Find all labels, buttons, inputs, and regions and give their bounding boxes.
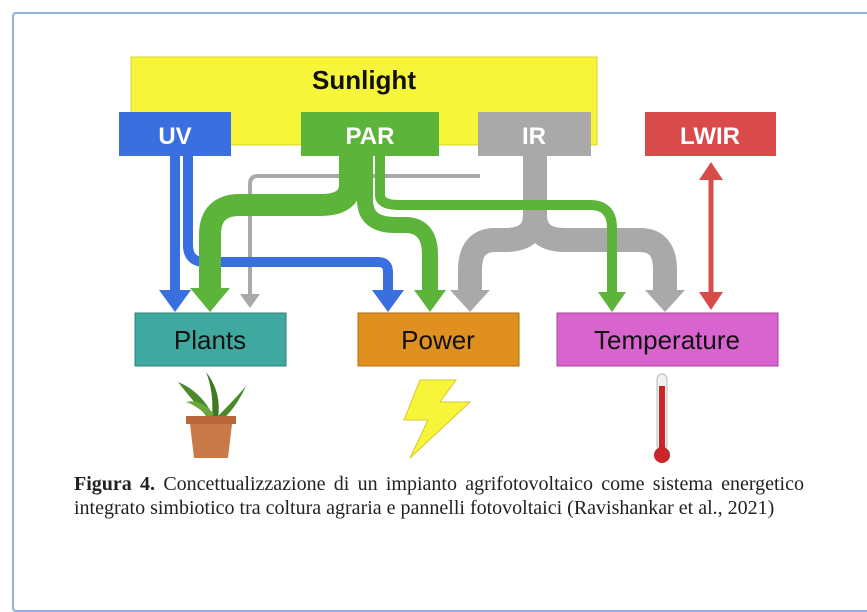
uv-to-plants-arrowhead bbox=[159, 290, 191, 312]
plants-box bbox=[134, 312, 287, 367]
uv-label: UV bbox=[158, 123, 191, 150]
uv-to-power-flow bbox=[183, 155, 393, 292]
par-box bbox=[301, 112, 439, 156]
lightning-bolt-icon bbox=[403, 379, 472, 459]
caption-text: Concettualizzazione di un impianto agrif… bbox=[74, 473, 804, 519]
par-to-power-arrowhead bbox=[414, 290, 446, 312]
temperature-box bbox=[556, 312, 779, 367]
par-to-plants-arrowhead bbox=[190, 288, 230, 312]
caption-label: Figura 4. bbox=[74, 473, 156, 495]
uv-to-power-arrowhead bbox=[372, 290, 404, 312]
lwir-box bbox=[645, 112, 776, 156]
ir-to-plants-flow bbox=[248, 174, 480, 296]
ir-label: IR bbox=[522, 123, 546, 150]
power-label: Power bbox=[401, 325, 475, 355]
par-label: PAR bbox=[346, 123, 395, 150]
ir-to-plants-arrowhead bbox=[240, 294, 260, 308]
lwir-up-arrowhead bbox=[699, 162, 723, 180]
par-to-temperature-flow bbox=[375, 155, 617, 294]
par-to-plants-flow bbox=[199, 155, 361, 290]
potted-plant-icon bbox=[178, 372, 246, 458]
power-box bbox=[357, 312, 520, 367]
ir-box bbox=[478, 112, 591, 156]
plants-label: Plants bbox=[174, 325, 246, 355]
thermometer-icon bbox=[654, 373, 670, 463]
lwir-down-arrowhead bbox=[699, 292, 723, 310]
lwir-label: LWIR bbox=[680, 123, 740, 150]
uv-box bbox=[119, 112, 231, 156]
ir-to-temperature-flow bbox=[523, 214, 677, 292]
temperature-label: Temperature bbox=[594, 325, 740, 355]
sunlight-label: Sunlight bbox=[312, 65, 416, 95]
ir-to-power-arrowhead bbox=[450, 290, 490, 312]
energy-flow-diagram: Sunlight UV PAR IR LWIR Plants Power Tem… bbox=[119, 56, 779, 463]
par-to-power-flow bbox=[357, 155, 438, 292]
par-to-temperature-arrowhead bbox=[598, 292, 626, 312]
figure-caption: Figura 4. Concettualizzazione di un impi… bbox=[74, 472, 804, 520]
ir-to-temperature-arrowhead bbox=[645, 290, 685, 312]
